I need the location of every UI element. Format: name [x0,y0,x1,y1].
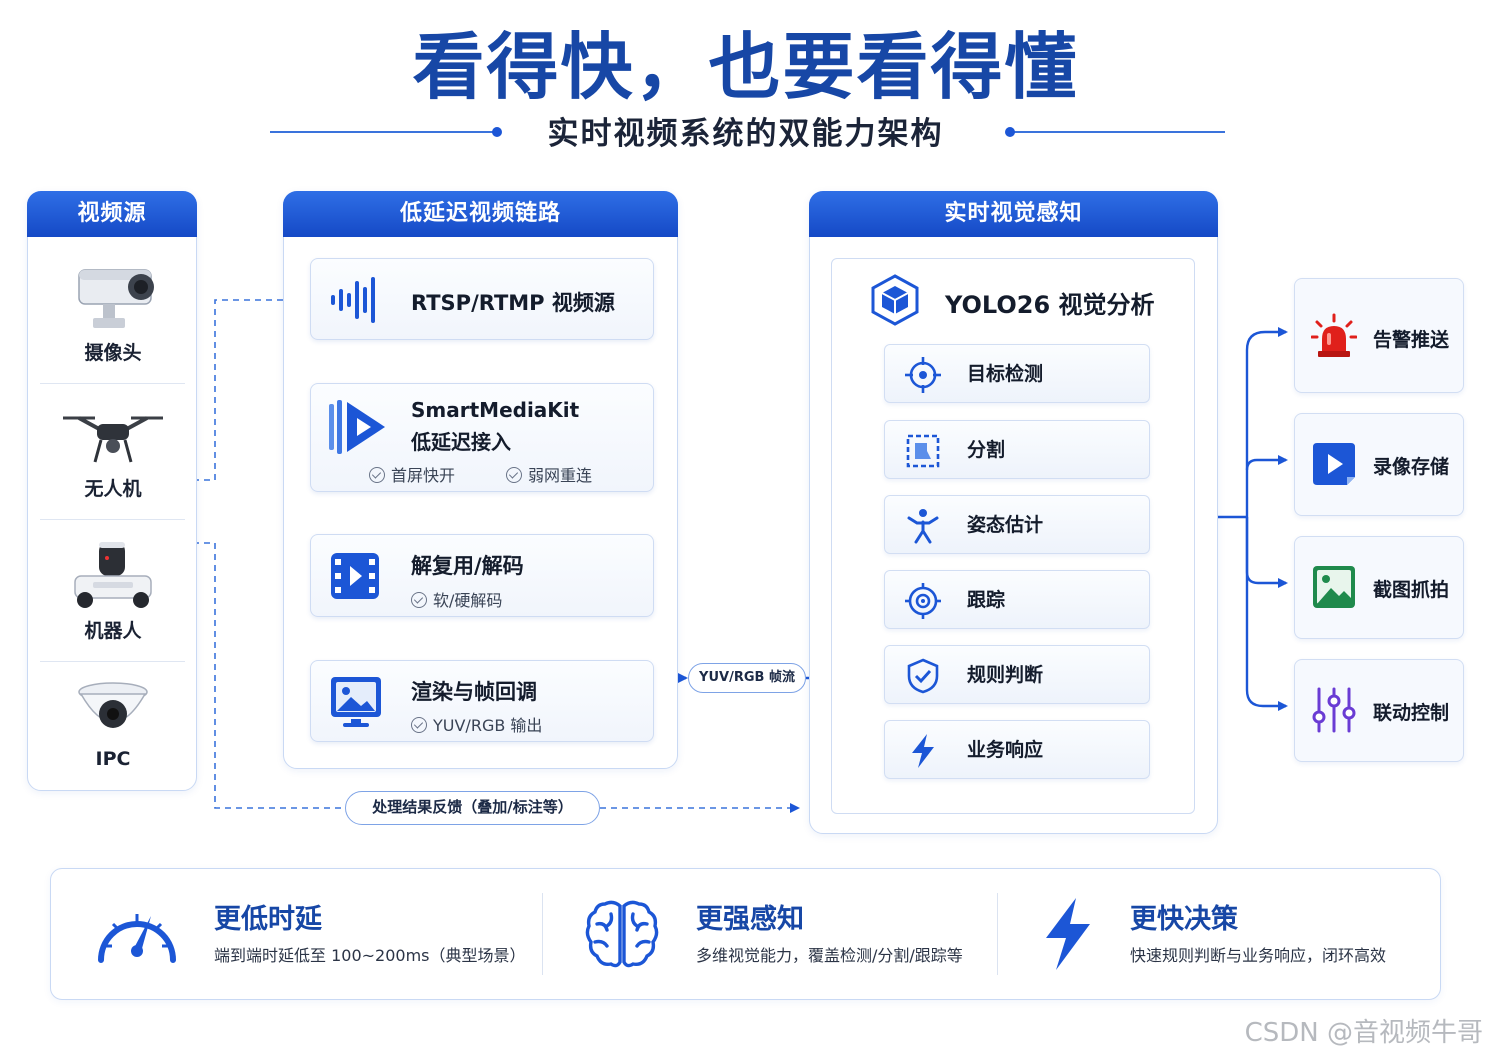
perception-header: 实时视觉感知 [809,191,1218,237]
task-label: 跟踪 [967,589,1006,611]
page-title: 看得快，也要看得懂 [412,25,1079,109]
video-play-icon [1313,443,1355,485]
source-label-drone: 无人机 [84,478,142,500]
security-camera-icon [78,269,154,328]
feature-desc-perception: 多维视觉能力，覆盖检测/分割/跟踪等 [696,946,963,965]
task-label: 规则判断 [967,664,1044,686]
task-label: 姿态估计 [967,514,1044,536]
play-logo-icon [329,400,385,454]
output-control: 联动控制 [1294,659,1464,762]
pipeline-header: 低延迟视频链路 [283,191,678,237]
stage-title: 渲染与帧回调 [411,680,537,704]
lightning-icon [1046,898,1090,970]
audio-wave-icon [331,277,375,323]
output-snapshot: 截图抓拍 [1294,536,1464,639]
stage-title: SmartMediaKit [411,398,580,422]
stage-demux-decode: 解复用/解码 软/硬解码 [310,534,654,617]
stage-subtitle: 低延迟接入 [411,430,511,454]
feature-summary-bar [50,868,1441,1000]
feedback-label: 处理结果反馈（叠加/标注等） [345,791,600,825]
feature-desc-latency: 端到端时延低至 100~200ms（典型场景） [214,946,526,965]
source-item-camera: 摄像头 [38,262,188,365]
source-item-robot: 机器人 [38,538,188,643]
output-alert: 告警推送 [1294,278,1464,393]
siren-icon [1311,313,1357,357]
check-icon [506,467,522,483]
task-label: 分割 [967,439,1006,461]
feature-desc-decision: 快速规则判断与业务响应，闭环高效 [1130,946,1387,965]
feature-output: YUV/RGB 输出 [411,712,542,736]
stage-smartmediakit: SmartMediaKit 低延迟接入 首屏快开 弱网重连 [310,383,654,492]
divider [542,893,543,975]
feature-first-frame: 首屏快开 [369,462,455,486]
task-label: 目标检测 [967,363,1044,385]
crosshair-icon [905,357,941,393]
feature-title-perception: 更强感知 [696,904,804,935]
source-label-robot: 机器人 [84,620,142,642]
divider [40,383,185,384]
output-label: 录像存储 [1373,456,1450,478]
feature-reconnect: 弱网重连 [506,462,592,486]
watermark: CSDN @音视频牛哥 [1244,1018,1483,1048]
source-label-ipc: IPC [95,748,131,770]
shield-check-icon [907,658,939,694]
frame-stream-label: YUV/RGB 帧流 [688,663,806,693]
divider [40,661,185,662]
robot-icon [74,542,152,608]
source-label-camera: 摄像头 [84,342,142,364]
task-response: 业务响应 [884,720,1150,779]
check-icon [369,467,385,483]
output-label: 截图抓拍 [1373,579,1450,601]
divider [40,519,185,520]
image-monitor-icon [331,677,381,727]
output-label: 告警推送 [1373,329,1450,351]
stage-title: 解复用/解码 [411,554,524,578]
task-segmentation: 分割 [884,420,1150,479]
divider [997,893,998,975]
hexagon-cube-icon [871,274,919,326]
output-label: 联动控制 [1373,702,1450,724]
source-item-ipc: IPC [38,680,188,770]
analysis-title: YOLO26 视觉分析 [945,291,1155,319]
task-detection: 目标检测 [884,344,1150,403]
feature-decode: 软/硬解码 [411,587,502,611]
target-track-icon [905,583,941,619]
sliders-icon [1312,687,1356,733]
stage-rtsp-source: RTSP/RTMP 视频源 [310,258,654,340]
check-icon [411,717,427,733]
video-source-header: 视频源 [27,191,197,237]
feature-title-decision: 更快决策 [1130,904,1238,935]
segment-icon [906,434,940,468]
task-label: 业务响应 [967,739,1044,761]
check-icon [411,592,427,608]
task-pose: 姿态估计 [884,495,1150,554]
person-pose-icon [907,509,939,544]
stage-render-callback: 渲染与帧回调 YUV/RGB 输出 [310,660,654,742]
task-tracking: 跟踪 [884,570,1150,629]
drone-icon [63,416,163,463]
dome-camera-icon [78,682,148,728]
source-item-drone: 无人机 [38,404,188,501]
speedometer-icon [98,914,176,963]
page-subtitle: 实时视频系统的双能力架构 [547,116,944,152]
stage-title: RTSP/RTMP 视频源 [411,291,615,315]
brain-icon [585,900,659,968]
film-strip-icon [331,553,379,599]
feature-title-latency: 更低时延 [214,904,322,935]
lightning-icon [912,734,934,768]
task-rules: 规则判断 [884,645,1150,704]
image-icon [1313,566,1355,608]
output-record: 录像存储 [1294,413,1464,516]
video-source-panel: 视频源 摄像头 无人机 [27,191,197,791]
